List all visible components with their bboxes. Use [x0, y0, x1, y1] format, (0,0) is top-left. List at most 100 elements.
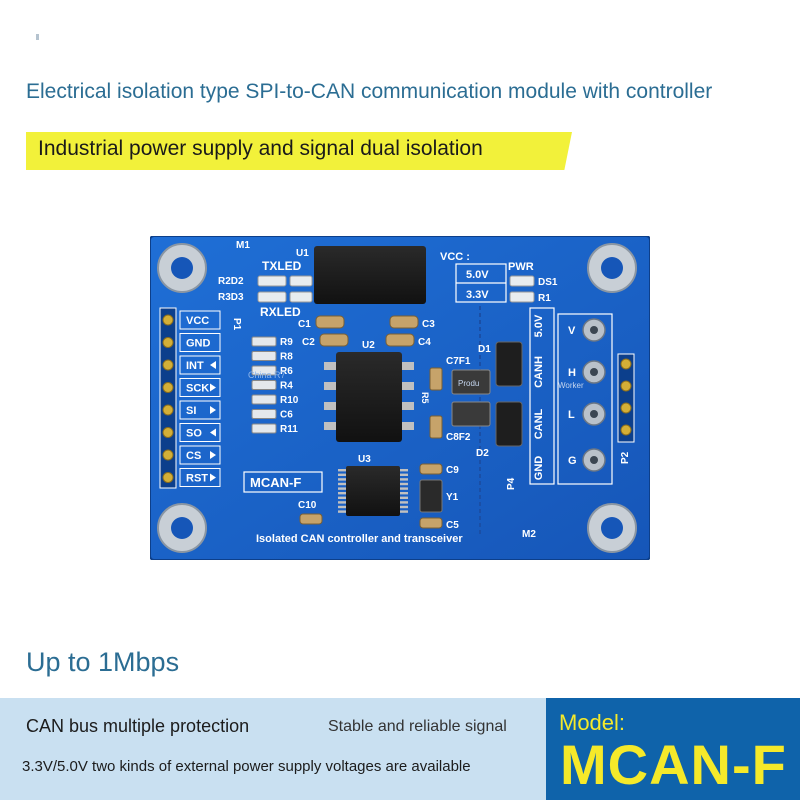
silk-c1: C1: [298, 319, 311, 330]
pin-label-rst: RST: [186, 473, 208, 485]
cap-c4: [385, 333, 415, 347]
chip-leg: [400, 505, 408, 509]
silk-p4: P4: [506, 477, 517, 490]
chip-leg: [400, 482, 408, 486]
silk-ds1: DS1: [538, 277, 558, 288]
chip-leg: [400, 469, 408, 472]
chip-leg: [338, 510, 346, 513]
header-pin: [162, 314, 174, 326]
silk-v33: 3.3V: [466, 289, 489, 301]
header-pin: [620, 424, 632, 436]
silk-product: Produ: [458, 379, 479, 388]
diode-d2: [495, 401, 523, 447]
silk-c10: C10: [298, 500, 317, 511]
chip-leg: [324, 402, 336, 410]
silk-r2d2: R2D2: [218, 276, 244, 287]
chip-leg: [400, 492, 408, 495]
silk-resistor-label: R8: [280, 352, 293, 363]
pin-label-box: [179, 310, 221, 330]
chip-leg: [324, 422, 336, 430]
silk-r5: R5: [420, 392, 430, 404]
silk-r3d3: R3D3: [218, 292, 244, 303]
pin-label-int: INT: [186, 360, 204, 372]
cap-c1: [315, 315, 345, 329]
chip-leg: [338, 501, 346, 504]
chip-leg: [338, 505, 346, 509]
silk-c8f2: C8F2: [446, 432, 471, 443]
diode-d1: [495, 341, 523, 387]
terminal-label-5.0v: 5.0V: [533, 314, 545, 337]
silk-resistor-label: R4: [280, 381, 293, 392]
silk-rxled: RXLED: [260, 305, 301, 319]
silk-resistor-label: R9: [280, 337, 293, 348]
chip-leg: [402, 382, 414, 390]
cap-c2: [319, 333, 349, 347]
silk-m1: M1: [236, 240, 250, 251]
res-r5b: [429, 415, 443, 439]
mounting-hole-br: [587, 503, 637, 553]
pin-direction-arrow: [210, 361, 216, 369]
pin-label-box: [179, 468, 221, 487]
chip-u3-legs: [338, 469, 408, 513]
chip-leg: [338, 492, 346, 495]
terminal-short-g: G: [568, 455, 577, 467]
mounting-hole-tl: [157, 243, 207, 293]
chip-leg: [400, 487, 408, 490]
chip-leg: [400, 473, 408, 476]
silk-c9: C9: [446, 465, 459, 476]
header-pin: [162, 382, 174, 393]
cap-c5: [419, 517, 443, 529]
headline: Electrical isolation type SPI-to-CAN com…: [26, 80, 713, 103]
chip-leg: [400, 510, 408, 513]
terminal-short-l: L: [568, 409, 575, 421]
resistor: [251, 336, 277, 347]
model-name: MCAN-F: [560, 733, 787, 796]
resistor: [251, 365, 277, 376]
silk-p1: P1: [231, 318, 242, 331]
silk-m2: M2: [522, 529, 536, 540]
pin-label-box: [179, 423, 221, 442]
silk-c7f1: C7F1: [446, 356, 471, 367]
header-pin: [162, 449, 174, 461]
header-pin: [162, 337, 174, 348]
terminal-short-v: V: [568, 325, 576, 337]
header-pin: [162, 404, 174, 416]
silk-resistor-label: R11: [280, 424, 298, 435]
pin-direction-arrow: [210, 406, 216, 414]
resistor: [251, 351, 277, 361]
highlight-band: [26, 132, 572, 170]
chip-leg: [402, 402, 414, 410]
chip-u2-legs: [324, 362, 414, 430]
highlight-text: Industrial power supply and signal dual …: [38, 137, 483, 160]
feature-line-2: Stable and reliable signal: [328, 718, 507, 735]
terminal-p4: [557, 313, 613, 485]
led-tx: [257, 275, 287, 287]
silk-vcc: VCC :: [440, 251, 470, 263]
silk-c5: C5: [446, 520, 459, 531]
silk-v50: 5.0V: [466, 269, 489, 281]
silk-p2: P2: [620, 451, 631, 464]
pin-direction-arrow: [210, 473, 216, 482]
cap-c9: [419, 463, 443, 475]
terminal-screw-center: [590, 368, 598, 376]
silk-d1: D1: [478, 344, 491, 355]
silk-pwr: PWR: [508, 261, 534, 273]
res-r5: [429, 367, 443, 391]
header-pin: [620, 402, 632, 414]
led-rx: [257, 291, 287, 303]
silk-resistor-label: R6: [280, 366, 293, 377]
chip-leg: [338, 473, 346, 476]
chip-leg: [400, 496, 408, 499]
mounting-hole-tr: [587, 243, 637, 293]
cap-c3: [389, 315, 419, 329]
silk-c3: C3: [422, 319, 435, 330]
pin-label-si: SI: [186, 405, 196, 417]
silk-txled: TXLED: [262, 259, 302, 273]
mounting-hole-bl: [157, 503, 207, 553]
silk-r1: R1: [538, 293, 551, 304]
pin-label-box: [179, 355, 221, 375]
